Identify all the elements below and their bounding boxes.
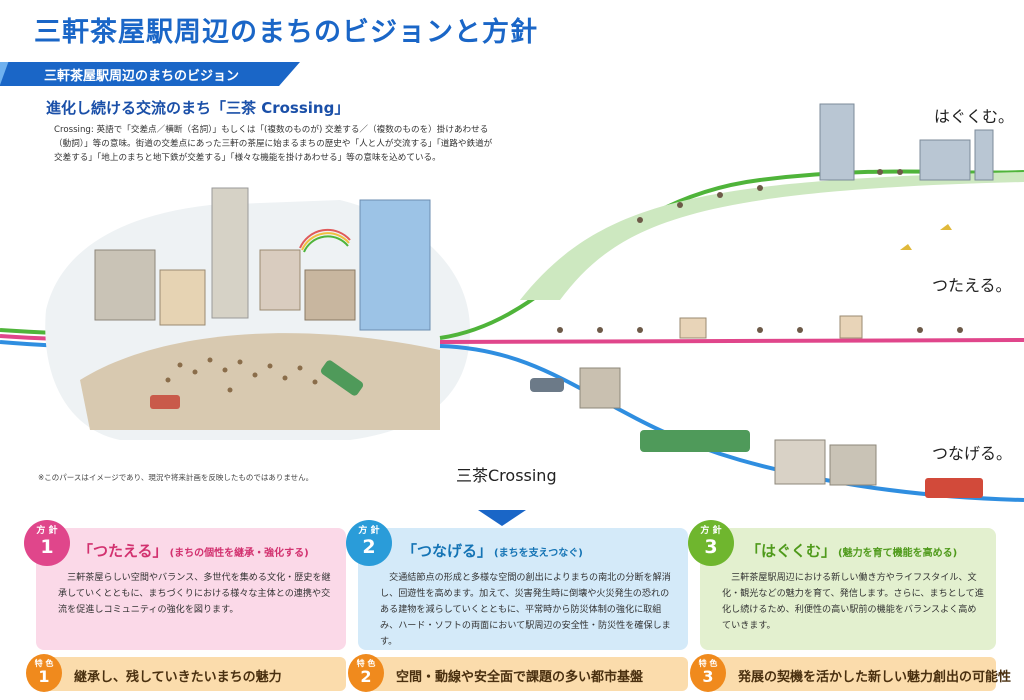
policy-badge-number: 1	[40, 536, 54, 558]
skyline-hagukumu	[819, 103, 994, 181]
feature-badge-label: 特 色	[356, 659, 376, 668]
feature-text-1: 継承し、残していきたいまちの魅力	[74, 670, 282, 685]
policy-card-2: 方 針 2 「つなげる」(まちを支えつなぐ) 交通結節点の形成と多様な空間の創出…	[346, 520, 688, 650]
policy-heading-main: 「つたえる」	[78, 542, 168, 560]
lane-label-tsunageru: つなげる。	[932, 444, 1013, 463]
hill-hagukumu	[520, 172, 1024, 300]
feature-badge-number: 3	[702, 667, 714, 686]
vision-illustration	[0, 103, 1024, 502]
policy-body-3: 三軒茶屋駅周辺における新しい働き方やライフスタイル、文化・観光などの魅力を育て、…	[722, 573, 984, 631]
policy-heading-sub: (まちを支えつなぐ)	[494, 548, 583, 559]
section-banner: 三軒茶屋駅周辺のまちのビジョン	[0, 62, 300, 86]
feature-badge-label: 特 色	[34, 659, 54, 668]
city-perspective-illustration	[45, 187, 470, 440]
feature-badge-number: 1	[38, 667, 50, 686]
feature-badge-number: 2	[360, 667, 372, 686]
vision-subtitle: 進化し続ける交流のまち「三茶 Crossing」	[46, 99, 350, 117]
policy-badge-2: 方 針 2	[346, 520, 392, 566]
policy-body-2: 交通結節点の形成と多様な空間の創出によりまちの南北の分断を解消し、回遊性を高めま…	[380, 573, 671, 647]
feature-badge-2: 特 色 2	[348, 654, 384, 692]
feature-text-2: 空間・動線や安全面で課題の多い都市基盤	[396, 670, 644, 685]
feature-badge-1: 特 色 1	[26, 654, 62, 692]
feature-bar-2: 特 色 2 空間・動線や安全面で課題の多い都市基盤	[348, 654, 688, 692]
banner-text: 三軒茶屋駅周辺のまちのビジョン	[44, 69, 240, 84]
feature-badge-label: 特 色	[698, 659, 718, 668]
policy-card-3: 方 針 3 「はぐくむ」(魅力を育て機能を高める) 三軒茶屋駅周辺における新しい…	[688, 520, 996, 650]
policy-heading-main: 「つなげる」	[402, 542, 493, 560]
illustration-note: ※このパースはイメージであり、現況や将来計画を反映したものではありません。	[38, 473, 314, 482]
feature-bar-1: 特 色 1 継承し、残していきたいまちの魅力	[26, 654, 346, 692]
policy-body-1: 三軒茶屋らしい空間やバランス、多世代を集める文化・歴史を継承していくとともに、ま…	[58, 573, 331, 615]
feature-badge-3: 特 色 3	[690, 654, 726, 692]
policy-badge-label: 方 針	[358, 526, 380, 536]
policy-badge-label: 方 針	[700, 526, 722, 536]
vision-description: Crossing: 英語で「交差点／横断（名詞）」もしくは「(複数のものが) 交…	[54, 125, 493, 163]
banner-background	[0, 62, 300, 86]
policy-badge-label: 方 針	[36, 526, 58, 536]
policy-badge-3: 方 針 3	[688, 520, 734, 566]
policy-heading-sub: (魅力を育て機能を高める)	[838, 548, 958, 559]
policy-badge-number: 2	[362, 536, 376, 558]
lane-label-hagukumu: はぐくむ。	[934, 107, 1015, 126]
policy-heading-sub: (まちの個性を継承・強化する)	[169, 548, 309, 559]
feature-text-3: 発展の契機を活かした新しい魅力創出の可能性	[738, 670, 1012, 685]
lane-label-tsutaeru: つたえる。	[932, 276, 1012, 295]
policy-heading-3: 「はぐくむ」(魅力を育て機能を高める)	[746, 540, 957, 561]
policy-heading-2: 「つなげる」(まちを支えつなぐ)	[402, 540, 583, 561]
policy-heading-1: 「つたえる」(まちの個性を継承・強化する)	[78, 540, 309, 561]
page-title: 三軒茶屋駅周辺のまちのビジョンと方針	[34, 17, 538, 48]
policy-heading-main: 「はぐくむ」	[746, 542, 837, 560]
policy-badge-1: 方 針 1	[24, 520, 70, 566]
crossing-label: 三茶Crossing	[456, 466, 557, 485]
lane-pink	[439, 338, 1024, 344]
infrastructure-tsunageru	[530, 367, 983, 498]
feature-bar-3: 特 色 3 発展の契機を活かした新しい魅力創出の可能性	[690, 654, 1011, 692]
policy-card-1: 方 針 1 「つたえる」(まちの個性を継承・強化する) 三軒茶屋らしい空間やバラ…	[24, 520, 346, 650]
down-arrow-icon	[478, 510, 526, 526]
policy-badge-number: 3	[704, 536, 718, 558]
